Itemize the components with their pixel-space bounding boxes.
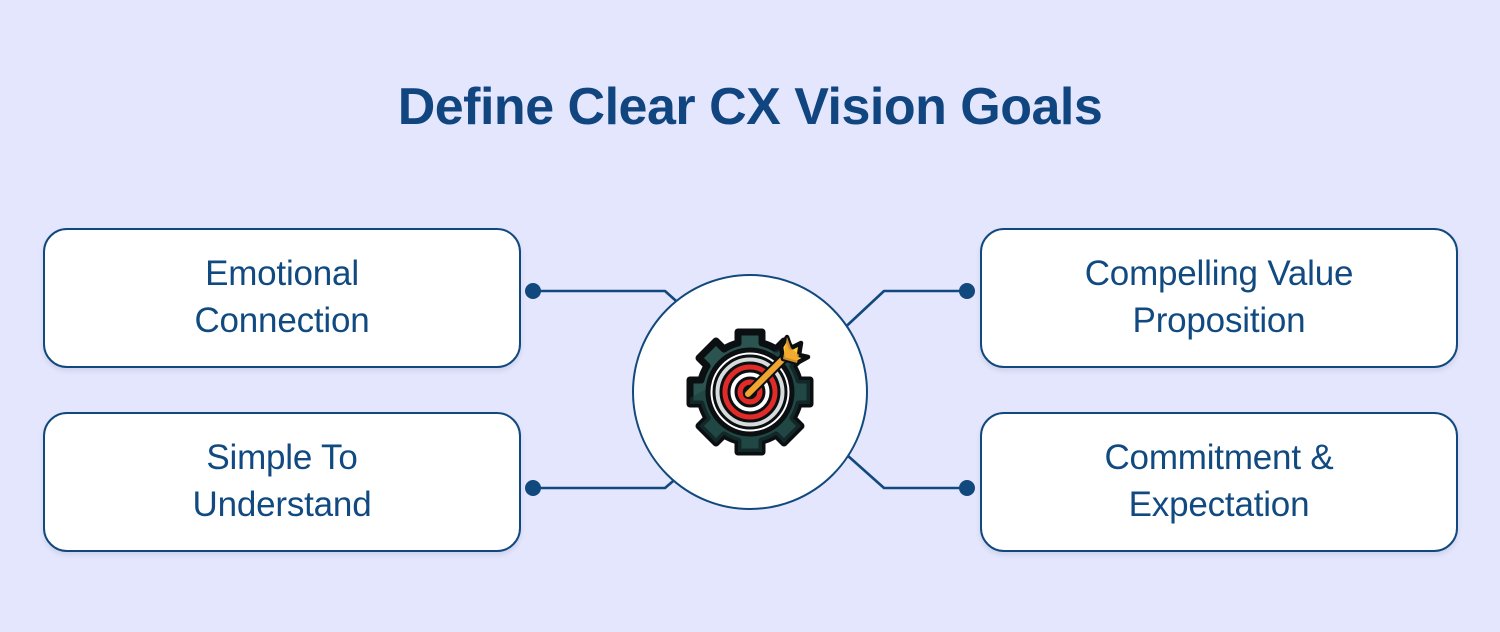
connector-dot-top-right [959,283,975,299]
connector-dot-top-left [525,283,541,299]
node-label-line-2: Understand [192,485,372,524]
connector-top-right [836,289,969,336]
node-label-line-1: Commitment & [1104,438,1334,478]
node-label: Commitment & Expectation [1088,435,1349,529]
node-label-line-1: Compelling Value [1084,254,1354,294]
node-label-line-2: Proposition [1132,301,1306,340]
node-label: Simple To Understand [177,435,388,529]
connector-dot-bottom-left [525,480,541,496]
node-label: Emotional Connection [178,251,385,345]
node-simple-to-understand[interactable]: Simple To Understand [43,412,521,552]
node-commitment-expectation[interactable]: Commitment & Expectation [980,412,1458,552]
connector-dot-bottom-right [959,480,975,496]
node-label-line-1: Simple To [206,438,358,478]
node-label-line-1: Emotional [205,254,359,294]
node-label-line-2: Connection [194,301,370,340]
page-title: Define Clear CX Vision Goals [397,78,1103,136]
node-label: Compelling Value Proposition [1069,251,1370,345]
node-label-line-2: Expectation [1128,485,1310,524]
gear-target-arrow-icon [686,328,814,456]
connector-bottom-right [836,445,969,490]
center-hub[interactable] [632,274,868,510]
node-emotional-connection[interactable]: Emotional Connection [43,228,521,368]
node-compelling-value-proposition[interactable]: Compelling Value Proposition [980,228,1458,368]
